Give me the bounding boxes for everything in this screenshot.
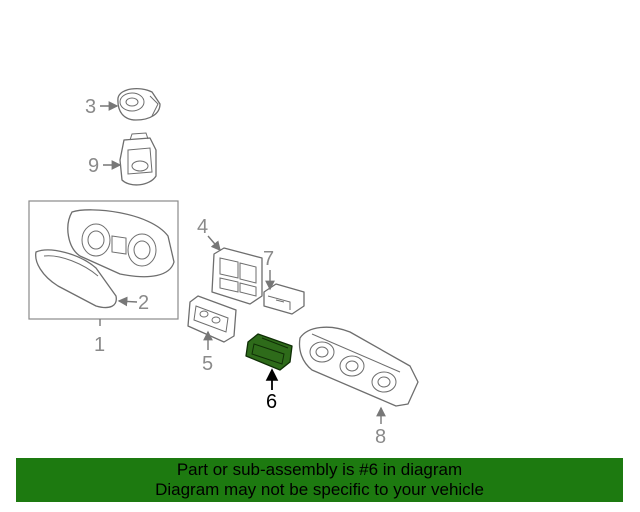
part-5-switch-bezel[interactable] xyxy=(187,295,237,343)
callout-8: 8 xyxy=(375,426,386,448)
callout-3: 3 xyxy=(85,96,96,118)
callout-9: 9 xyxy=(88,155,99,177)
part-4-switch-panel[interactable] xyxy=(211,247,263,305)
callout-4-arrow xyxy=(207,235,221,252)
part-8-climate-panel[interactable] xyxy=(298,326,419,407)
part-9-switch[interactable] xyxy=(119,132,157,186)
callout-7: 7 xyxy=(263,248,274,270)
banner-line-1: Part or sub-assembly is #6 in diagram xyxy=(176,460,463,479)
part-1-box xyxy=(28,200,179,320)
part-7-small-switch[interactable] xyxy=(263,283,305,315)
callout-1: 1 xyxy=(94,334,105,356)
part-3-knob[interactable] xyxy=(117,87,161,121)
callout-4: 4 xyxy=(197,216,208,238)
info-banner: Part or sub-assembly is #6 in diagram Di… xyxy=(16,458,623,502)
callout-5: 5 xyxy=(202,353,213,375)
part-2-lens[interactable] xyxy=(35,249,117,309)
callout-2: 2 xyxy=(138,292,149,314)
part-1-cluster[interactable] xyxy=(67,209,175,278)
callout-2-arrow xyxy=(117,296,138,307)
part-6-switch-highlighted[interactable] xyxy=(245,333,293,371)
callout-6: 6 xyxy=(266,391,277,413)
banner-line-2: Diagram may not be specific to your vehi… xyxy=(155,480,484,499)
